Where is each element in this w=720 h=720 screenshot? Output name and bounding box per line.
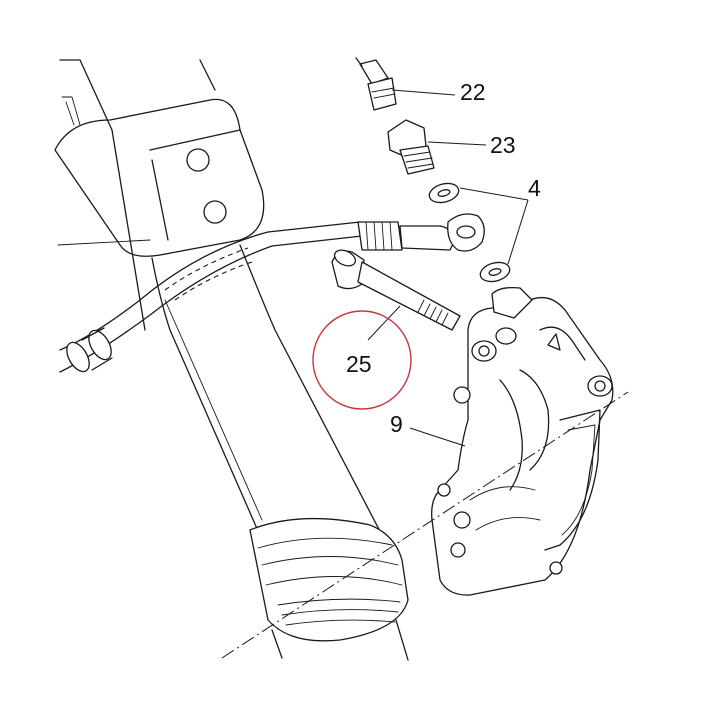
callout-9: 9	[390, 411, 403, 437]
axis-centerline	[221, 391, 629, 659]
banjo-fitting	[447, 213, 485, 252]
fork-assembly	[54, 59, 409, 661]
callout-23: 23	[490, 132, 516, 158]
callout-22: 22	[460, 79, 486, 105]
bleed-valve-part-22: 22	[355, 57, 486, 111]
callout-25: 25	[346, 351, 372, 377]
hose-end-fitting	[357, 221, 456, 251]
highlight-circle-icon	[312, 310, 412, 410]
hose-grommet	[66, 327, 113, 373]
caliper-bolt-part-25: 25	[312, 249, 461, 410]
fork-seal-rings	[277, 598, 401, 626]
banjo-bolt-part-23: 23	[387, 119, 516, 175]
sealing-washers-part-4: 4	[428, 175, 541, 283]
callout-4: 4	[528, 175, 541, 201]
brake-hose	[59, 221, 456, 373]
brake-caliper-part-9: 9	[390, 286, 614, 596]
